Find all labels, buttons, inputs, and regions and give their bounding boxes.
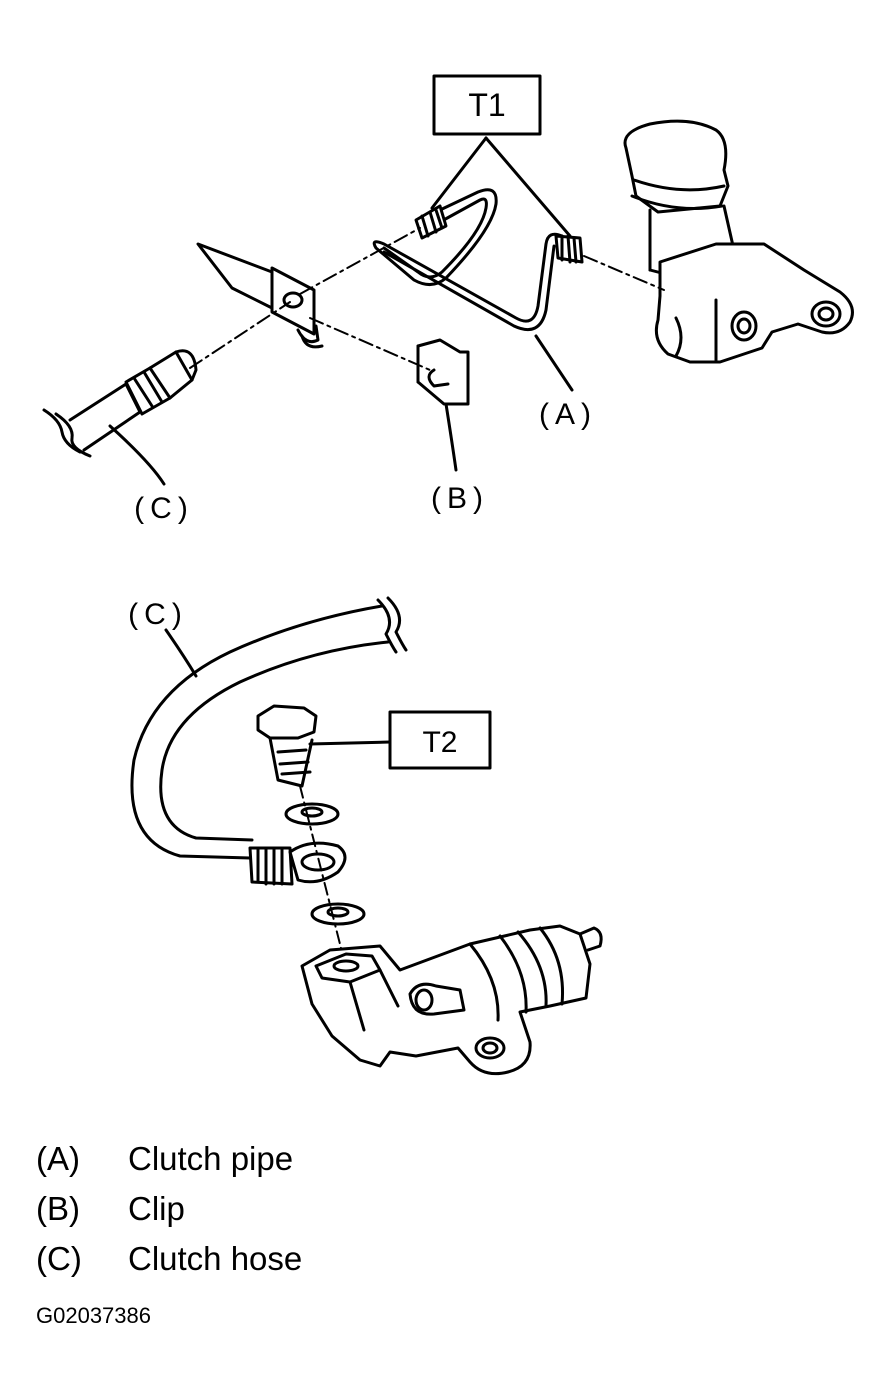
leader-c-upper <box>108 424 166 486</box>
leader-c-lower <box>164 628 198 678</box>
axis-bolt-to-cylinder <box>299 785 345 961</box>
axis-pipe-to-master <box>583 255 665 291</box>
clutch-operating-cylinder <box>300 924 603 1076</box>
t1-leader-right <box>484 136 572 238</box>
pipe-bracket <box>196 242 324 349</box>
leader-b <box>444 402 458 472</box>
legend-row-b: (B) Clip <box>36 1192 185 1225</box>
hose-end-fitting <box>42 349 198 458</box>
callout-a: (A) <box>539 398 597 431</box>
legend-row-c: (C) Clutch hose <box>36 1242 302 1275</box>
legend-text-c: Clutch hose <box>128 1240 303 1277</box>
legend-row-a: (A) Clutch pipe <box>36 1142 293 1175</box>
axis-bracket-to-clip <box>309 317 431 371</box>
legend-code-a: (A) <box>36 1140 80 1177</box>
callout-c-upper: (C) <box>134 492 194 525</box>
legend-text-a: Clutch pipe <box>128 1140 294 1177</box>
leader-a <box>534 334 574 392</box>
upper-washer <box>284 802 340 826</box>
banjo-bolt <box>256 704 318 788</box>
t1-leader-left <box>430 136 488 210</box>
legend-text-b: Clip <box>128 1190 185 1227</box>
clip <box>416 338 470 406</box>
lower-washer <box>310 902 366 926</box>
t2-label: T2 <box>422 726 457 759</box>
figure-id: G02037386 <box>36 1303 151 1328</box>
callout-b: (B) <box>431 482 489 515</box>
axis-hose-to-bracket <box>189 301 291 369</box>
t2-box <box>388 710 492 770</box>
legend-code-c: (C) <box>36 1240 82 1277</box>
callout-c-lower: (C) <box>128 598 188 631</box>
hose-banjo-fitting <box>248 841 347 886</box>
legend-code-b: (B) <box>36 1190 80 1227</box>
t1-label: T1 <box>468 87 505 123</box>
axis-bracket-to-pipe <box>299 227 421 295</box>
clutch-pipe <box>372 188 584 331</box>
clutch-master-cylinder <box>623 119 854 364</box>
t2-leader <box>308 740 392 746</box>
t1-box <box>432 74 542 136</box>
clutch-hose <box>130 596 408 860</box>
